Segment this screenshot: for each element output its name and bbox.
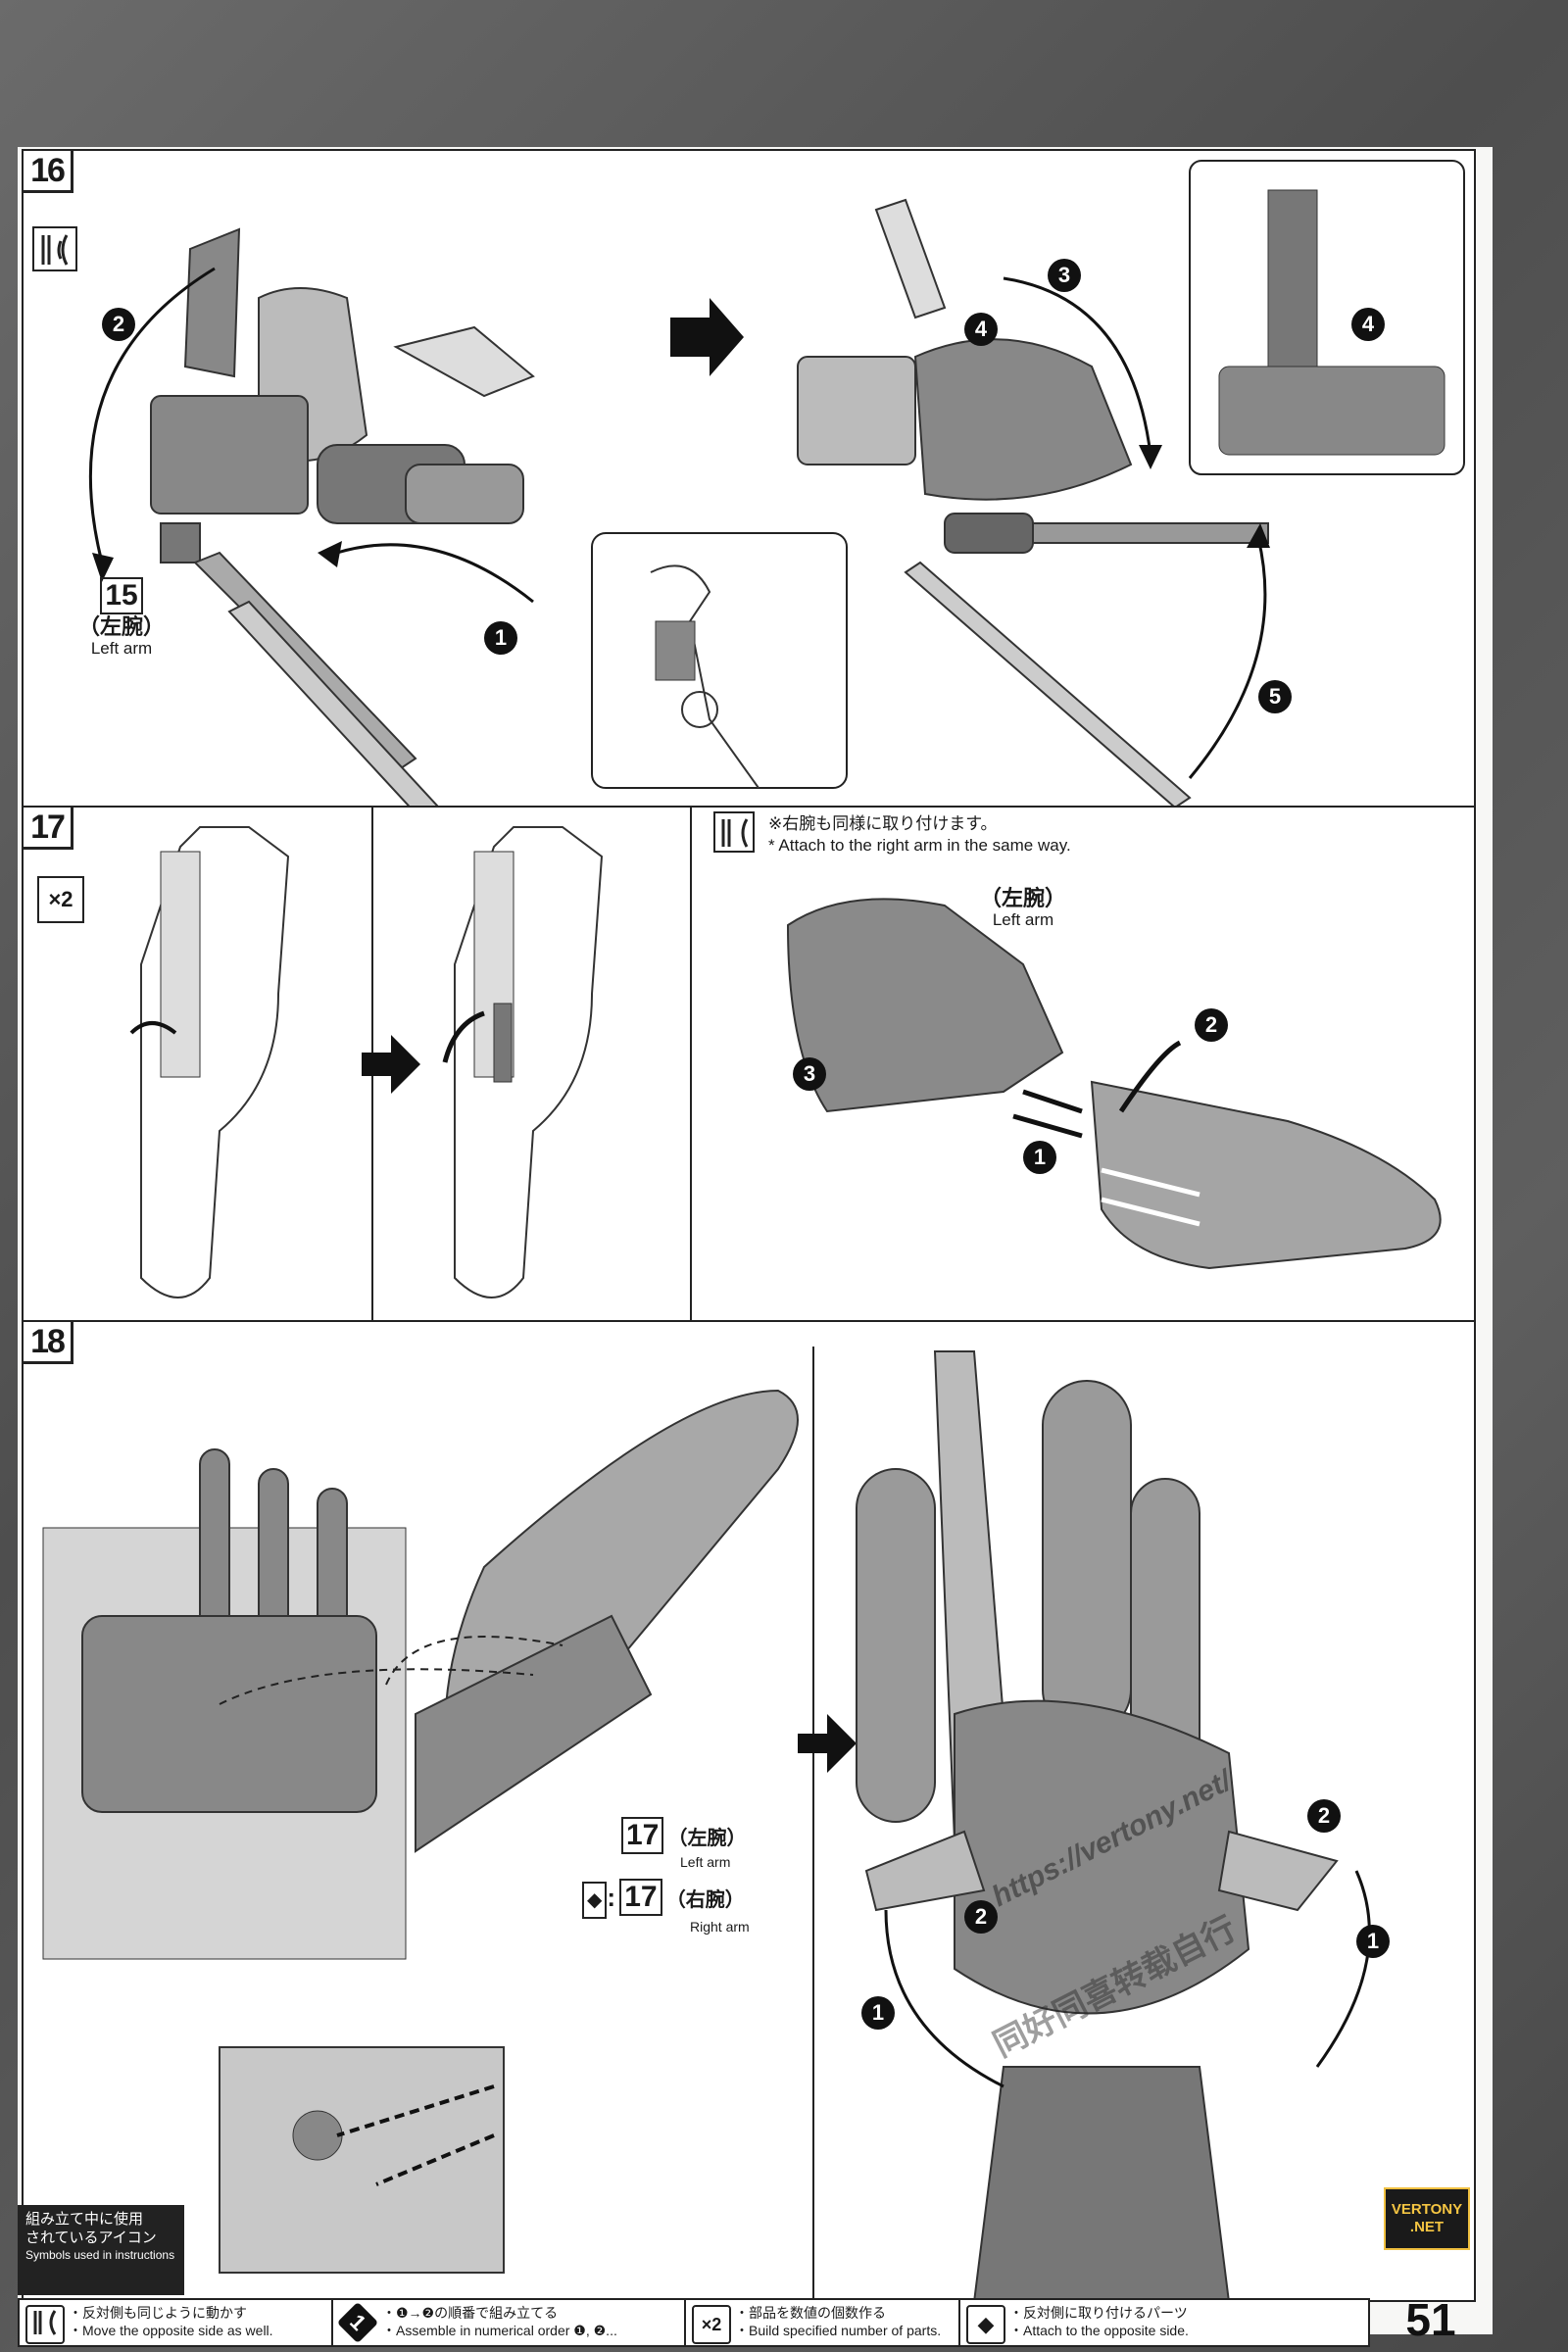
left-arm-jp: （左腕） [77, 614, 165, 639]
legend-title-jp-2: されているアイコン [25, 2229, 157, 2246]
legend-mirror-en: ・Move the opposite side as well. [69, 2323, 273, 2339]
right-arm-ref: ◆: 17 （右腕） Right arm [582, 1879, 827, 1935]
right-arm-en: Right arm [690, 1919, 750, 1935]
legend-title-en: Symbols used in instructions [25, 2247, 175, 2262]
step-number: 18 [24, 1322, 74, 1364]
step-number: 17 [24, 808, 74, 850]
legend-item-opposite: ◆ ・反対側に取り付けるパーツ ・Attach to the opposite … [960, 2300, 1368, 2345]
callout-1: 1 [1023, 1141, 1056, 1174]
part-ref-15: 15 [100, 577, 143, 614]
symbols-bar: ・反対側も同じように動かす ・Move the opposite side as… [18, 2298, 1370, 2347]
callout-4: 4 [964, 313, 998, 346]
legend-item-mirror: ・反対側も同じように動かす ・Move the opposite side as… [20, 2300, 333, 2345]
legend-order-en: ・Assemble in numerical order ❶, ❷... [382, 2323, 617, 2339]
legend-title-jp-1: 組み立て中に使用 [25, 2211, 144, 2228]
step-17-illustration [129, 811, 1442, 1298]
part-ref-17-right: 17 [619, 1879, 662, 1916]
assemble-order-icon: 1 [336, 2301, 379, 2344]
step-number: 16 [24, 151, 74, 193]
opposite-side-icon: ◆ [966, 2305, 1005, 2344]
panel-divider [690, 808, 692, 1322]
step-16-panel: 16 [22, 149, 1476, 809]
legend-opposite-jp: ・反対側に取り付けるパーツ [1009, 2305, 1188, 2321]
mirror-icon [25, 2305, 65, 2344]
callout-1-right: 1 [1356, 1925, 1390, 1958]
callout-5: 5 [1258, 680, 1292, 713]
opposite-side-icon: ◆ [582, 1882, 608, 1919]
legend-opposite-en: ・Attach to the opposite side. [1009, 2323, 1189, 2339]
step-18-panel: 18 [22, 1320, 1476, 2302]
callout-2-left: 2 [964, 1900, 998, 1934]
left-arm-jp: （左腕） [979, 886, 1066, 910]
callout-2: 2 [102, 308, 135, 341]
multiply-icon: ×2 [692, 2305, 731, 2344]
panel-divider [812, 1347, 814, 2300]
part-ref-17-left: 17 [621, 1817, 664, 1854]
part-15-label: 15 （左腕） Left arm [63, 577, 180, 659]
left-arm-label: （左腕） Left arm [945, 886, 1102, 930]
callout-3: 3 [1048, 259, 1081, 292]
legend-mirror-jp: ・反対側も同じように動かす [69, 2305, 247, 2321]
legend-item-multiply: ×2 ・部品を数値の個数作る ・Build specified number o… [686, 2300, 960, 2345]
site-badge: VERTONY .NET [1384, 2187, 1470, 2250]
callout-2-right: 2 [1307, 1799, 1341, 1833]
badge-line2: .NET [1409, 2219, 1445, 2235]
left-arm-en: Left arm [680, 1854, 731, 1870]
callout-4-inset: 4 [1351, 308, 1385, 341]
callout-1-left: 1 [861, 1996, 895, 2030]
page-number: 51 [1405, 2294, 1456, 2345]
symbols-legend-title: 組み立て中に使用 されているアイコン Symbols used in instr… [18, 2205, 184, 2295]
legend-multiply-en: ・Build specified number of parts. [735, 2323, 942, 2339]
callout-1: 1 [484, 621, 517, 655]
note-jp: ※右腕も同様に取り付けます。 [768, 814, 998, 833]
legend-multiply-jp: ・部品を数値の個数作る [735, 2305, 886, 2321]
legend-item-order: 1 ・❶→❷の順番で組み立てる ・Assemble in numerical o… [333, 2300, 686, 2345]
step-17-panel: 17 ×2 ※右腕も同様に取り付けます。 * Attach to the rig… [22, 806, 1476, 1324]
step-16-illustration [32, 160, 1465, 808]
legend-order-jp: ・❶→❷の順番で組み立てる [382, 2305, 559, 2321]
left-arm-ref: 17 （左腕） Left arm [621, 1817, 837, 1870]
left-arm-en: Left arm [992, 910, 1054, 930]
multiply-icon: ×2 [37, 876, 84, 923]
callout-2: 2 [1195, 1008, 1228, 1042]
badge-line1: VERTONY [1391, 2201, 1463, 2218]
right-arm-jp: （右腕） [665, 1889, 745, 1911]
left-arm-en: Left arm [90, 639, 153, 659]
callout-3: 3 [793, 1057, 826, 1091]
step-17-note: ※右腕も同様に取り付けます。 * Attach to the right arm… [768, 813, 1258, 857]
left-arm-jp: （左腕） [667, 1828, 747, 1849]
step-18-illustration [42, 1350, 1371, 2300]
note-en: * Attach to the right arm in the same wa… [768, 836, 1071, 856]
